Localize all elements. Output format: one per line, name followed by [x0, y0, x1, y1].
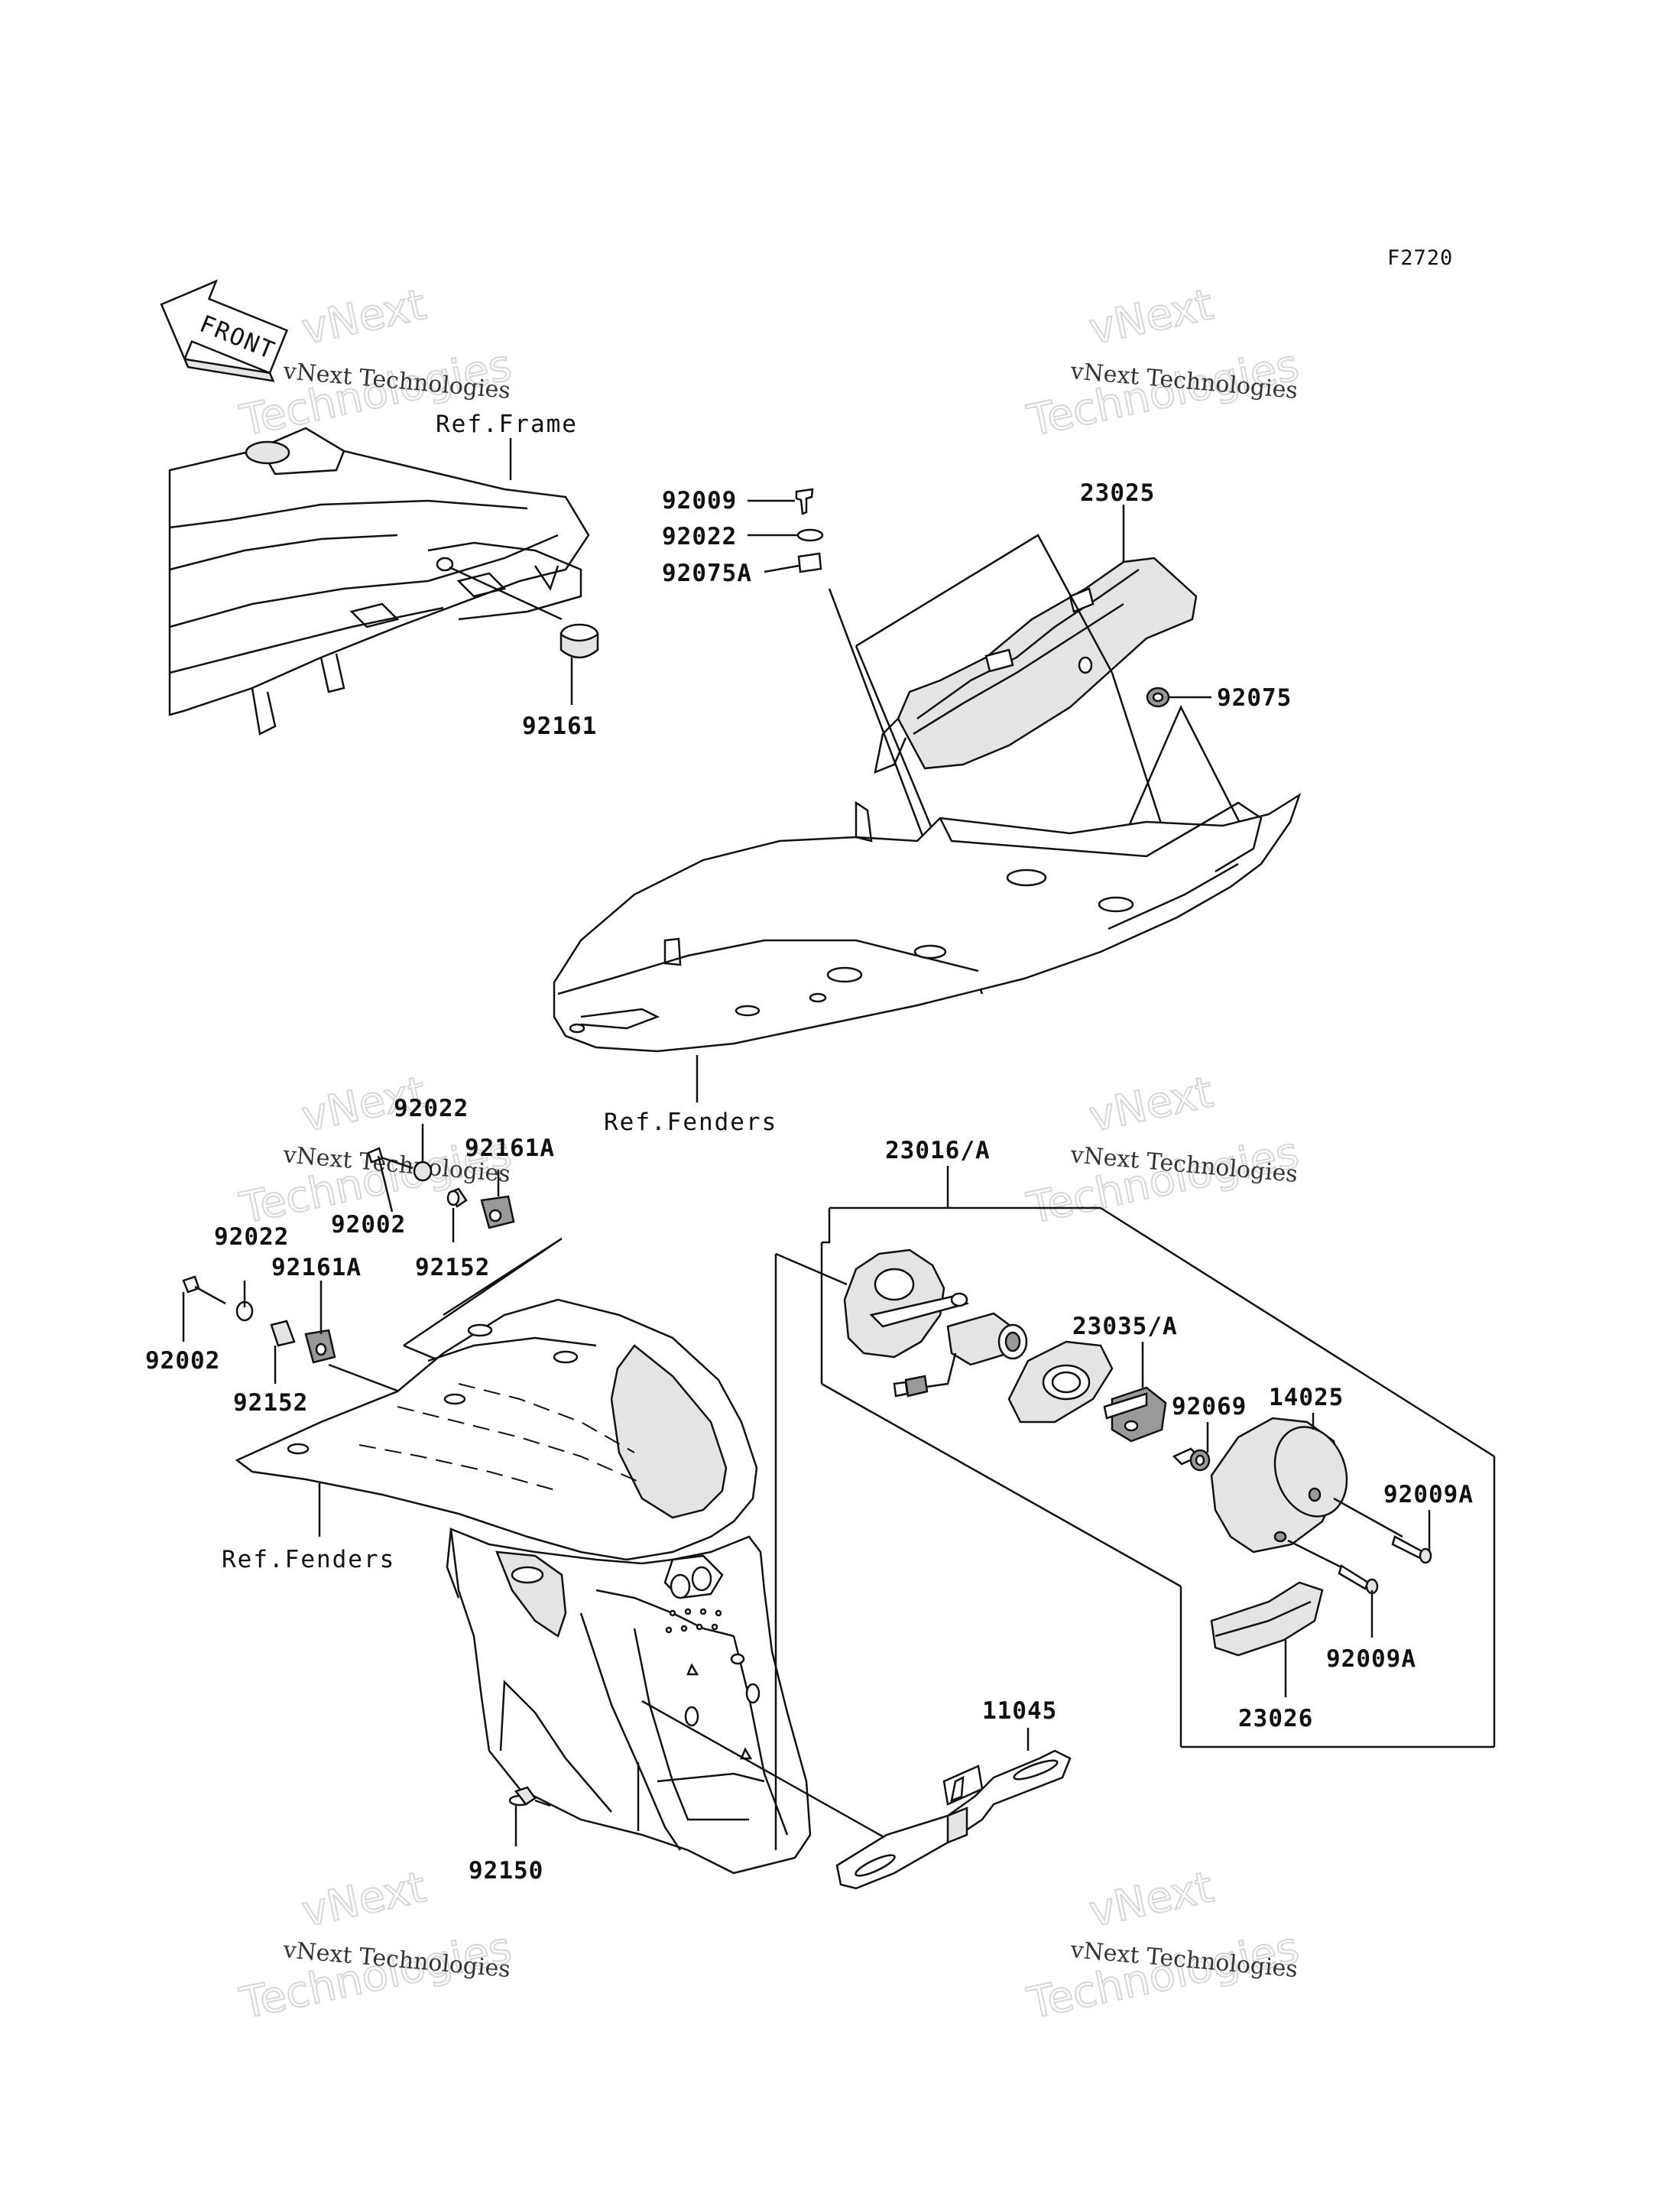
- ref-frame-label: Ref.Frame: [436, 411, 578, 438]
- svg-text:vNext: vNext: [1085, 1862, 1218, 1937]
- svg-text:vNext: vNext: [1085, 280, 1218, 355]
- part-92075-label: 92075: [1217, 684, 1292, 712]
- svg-text:vNext: vNext: [297, 280, 430, 355]
- part-23016a-label: 23016/A: [885, 1137, 991, 1164]
- ref-fenders-upper-label: Ref.Fenders: [604, 1109, 777, 1136]
- part-92152-b-label: 92152: [233, 1389, 308, 1417]
- part-11045-label: 11045: [982, 1697, 1057, 1725]
- part-92002-b-label: 92002: [145, 1347, 220, 1375]
- rear-fender-drawing: [182, 1147, 887, 1875]
- part-labels: Ref.Frame 92161 92009 92022 92075A 23025…: [145, 411, 1474, 1885]
- part-92009a-a-label: 92009A: [1383, 1481, 1474, 1508]
- part-92009a-b-label: 92009A: [1326, 1645, 1416, 1673]
- license-bracket-drawing: [835, 1749, 1072, 1890]
- part-92152-a-label: 92152: [415, 1254, 490, 1281]
- part-92022-label: 92022: [662, 523, 737, 550]
- frame-drawing: [168, 427, 599, 735]
- svg-text:vNext: vNext: [1085, 1067, 1218, 1142]
- part-92150-label: 92150: [469, 1857, 543, 1885]
- diagram-code: F2720: [1387, 246, 1453, 270]
- part-92075a-label: 92075A: [662, 560, 752, 587]
- part-92022-b-label: 92022: [214, 1223, 289, 1251]
- leader-lines: [182, 438, 1431, 1846]
- seat-cowl-drawing: [553, 488, 1302, 1053]
- part-23026-label: 23026: [1238, 1705, 1313, 1732]
- tail-light-drawing: [774, 1206, 1496, 1850]
- part-23025-label: 23025: [1080, 479, 1155, 507]
- ref-fenders-lower-label: Ref.Fenders: [222, 1546, 395, 1573]
- part-14025-label: 14025: [1269, 1384, 1344, 1411]
- part-23035a-label: 23035/A: [1072, 1313, 1178, 1340]
- part-92069-label: 92069: [1172, 1393, 1247, 1420]
- part-92161a-b-label: 92161A: [271, 1254, 362, 1281]
- watermark-bottom-right: vNext Technologies vNext Technologies: [1022, 1862, 1303, 2030]
- watermark-bottom-left: vNext Technologies vNext Technologies: [235, 1862, 516, 2030]
- watermark-top-right: vNext Technologies vNext Technologies: [1022, 279, 1303, 447]
- front-arrow-icon: FRONT: [160, 279, 289, 382]
- part-92002-a-label: 92002: [331, 1211, 406, 1239]
- part-92022-a-label: 92022: [394, 1095, 469, 1122]
- part-92161a-a-label: 92161A: [465, 1135, 555, 1162]
- part-92161-label: 92161: [522, 713, 597, 740]
- svg-text:vNext: vNext: [297, 1862, 430, 1937]
- part-92009-label: 92009: [662, 487, 737, 515]
